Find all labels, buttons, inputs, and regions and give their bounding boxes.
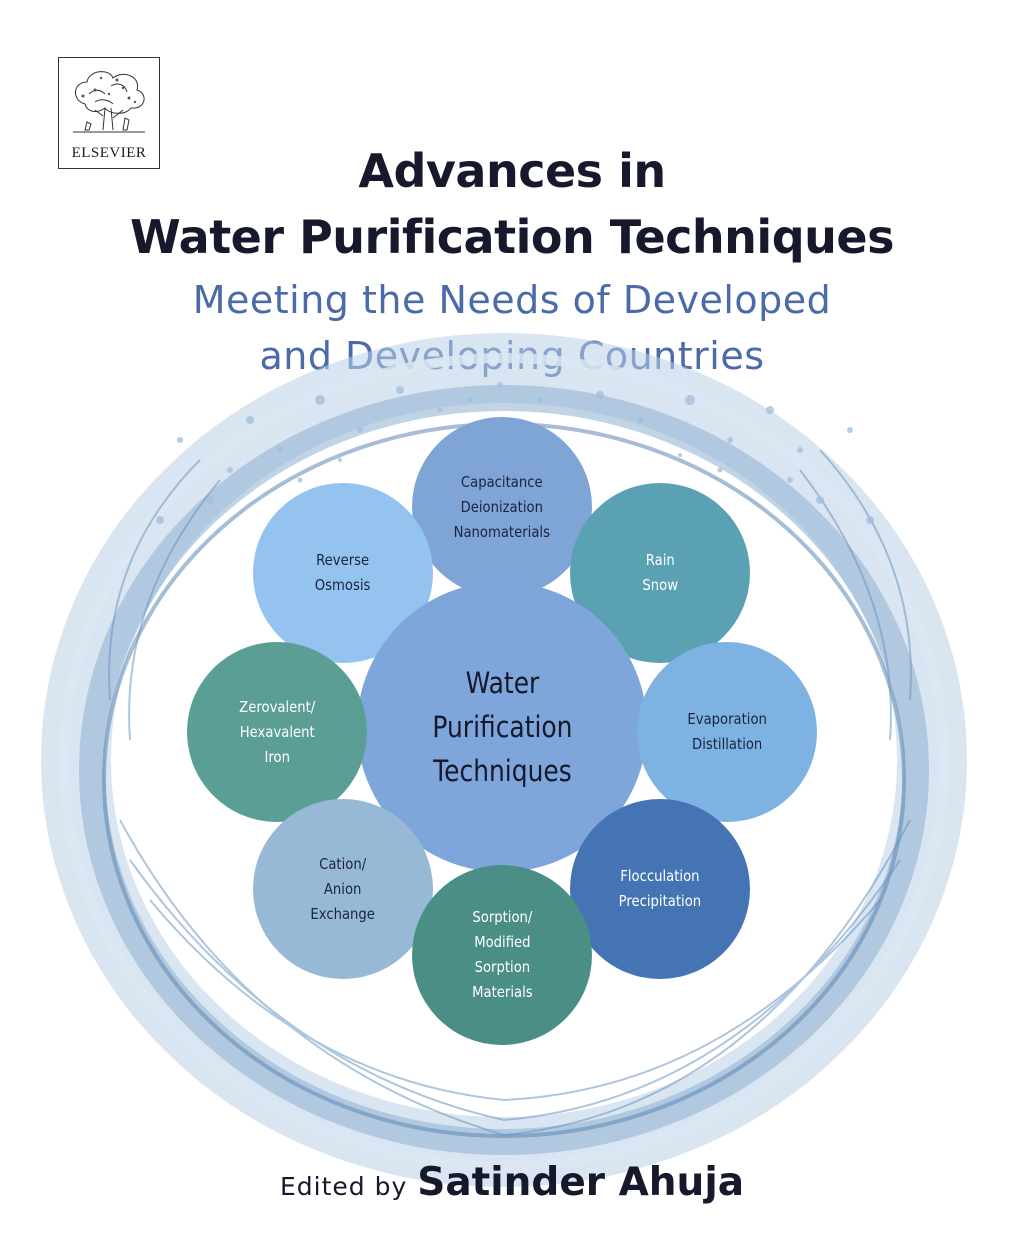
technique-label: Evaporation Distillation [687, 710, 767, 753]
book-title-line-2: Water Purification Techniques [130, 210, 894, 264]
editor-name: Satinder Ahuja [417, 1160, 745, 1205]
technique-sorption-materials: Sorption/ Modified Sorption Materials [412, 865, 592, 1045]
publisher-logo: ELSEVIER [58, 57, 160, 169]
publisher-logo-text: ELSEVIER [71, 145, 147, 161]
technique-capacitance-deionization: Capacitance Deionization Nanomaterials [412, 417, 592, 597]
technique-label: Sorption/ Modified Sorption Materials [471, 908, 533, 1001]
technique-label: Reverse Osmosis [315, 551, 371, 594]
credit-prefix: Edited by [279, 1172, 408, 1201]
editor-credit: Edited by Satinder Ahuja [0, 1160, 1024, 1205]
technique-label: Capacitance Deionization Nanomaterials [453, 472, 551, 541]
book-subtitle-line-1: Meeting the Needs of Developed [192, 278, 832, 322]
technique-label: Rain Snow [642, 551, 678, 594]
technique-cation-anion-exchange: Cation/ Anion Exchange [253, 799, 433, 979]
technique-flocculation-precipitation: Flocculation Precipitation [570, 799, 750, 979]
technique-zerovalent-iron: Zerovalent/ Hexavalent Iron [187, 642, 367, 822]
technique-evaporation-distillation: Evaporation Distillation [637, 642, 817, 822]
tree-emblem-icon [73, 71, 145, 133]
book-title-line-1: Advances in [358, 144, 666, 198]
center-label: Water Purification Techniques [431, 666, 573, 788]
technique-label: Cation/ Anion Exchange [310, 854, 376, 923]
technique-label: Flocculation Precipitation [618, 867, 702, 910]
technique-label: Zerovalent/ Hexavalent Iron [238, 697, 316, 766]
